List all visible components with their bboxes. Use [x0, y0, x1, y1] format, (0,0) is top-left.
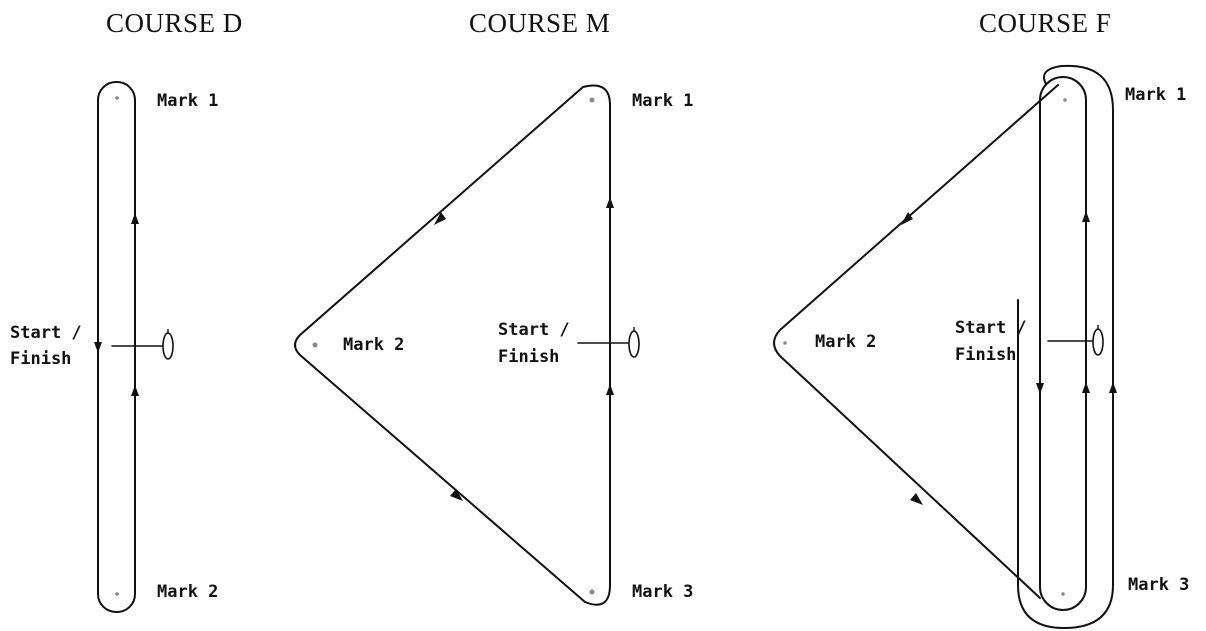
course-f-arrow-to-mark-3	[910, 493, 923, 505]
course-d-arrow-up-lower	[131, 385, 139, 396]
course-m-start-label-1: Start /	[498, 320, 570, 340]
course-f-mark-2-buoy	[783, 341, 787, 345]
course-m-start-label-2: Finish	[498, 347, 559, 367]
course-m-arrow-up-upper	[606, 197, 614, 208]
course-f-committee-boat-icon	[1092, 328, 1104, 356]
course-d-start-label-1: Start /	[10, 323, 82, 343]
course-f-mark-3-label: Mark 3	[1128, 575, 1189, 595]
course-d-loop	[97, 81, 136, 613]
course-f-mark-1-buoy	[1063, 98, 1067, 102]
course-f-start-label-1: Start /	[955, 318, 1027, 338]
course-m-arrow-to-mark-3	[450, 489, 463, 501]
course-f-mark-2-label: Mark 2	[815, 332, 876, 352]
course-f-triangle-legs	[773, 84, 1059, 599]
course-d-mark-2-label: Mark 2	[157, 582, 218, 602]
course-f-arrow-to-mark-2	[901, 212, 913, 225]
course-m-title: COURSE M	[469, 8, 610, 38]
course-f-arrow-outer-up	[1109, 382, 1117, 393]
course-m-mark-2-buoy	[312, 342, 318, 348]
course-f-arrow-inner-up-lower	[1082, 382, 1090, 393]
course-f-mark-3-buoy	[1061, 592, 1065, 596]
course-d-arrow-down	[94, 342, 102, 353]
course-m-triangle	[294, 84, 611, 606]
course-d-title: COURSE D	[106, 8, 243, 38]
course-f-start-label-2: Finish	[955, 345, 1016, 365]
course-f-arrow-inner-down	[1036, 383, 1044, 394]
course-f: COURSE F Mark 1 Mark 2 Mark 3 Start / Fi…	[773, 8, 1189, 629]
course-f-arrow-inner-up-upper	[1082, 211, 1090, 222]
course-m-mark-3-buoy	[589, 589, 595, 595]
course-f-title: COURSE F	[979, 8, 1111, 38]
course-m-committee-boat-icon	[628, 330, 640, 358]
course-f-inner-loop	[1039, 76, 1087, 611]
course-d-start-label-2: Finish	[10, 349, 71, 369]
course-m-mark-3-label: Mark 3	[632, 582, 693, 602]
course-d-mark-1-label: Mark 1	[157, 91, 218, 111]
course-m: COURSE M Mark 1 Mark 2 Mark 3 Start / Fi…	[294, 8, 693, 606]
course-m-arrow-up-lower	[606, 384, 614, 395]
course-f-mark-1-label: Mark 1	[1125, 85, 1186, 105]
course-d-arrow-up-upper	[131, 213, 139, 224]
course-d-committee-boat-icon	[162, 332, 174, 360]
course-m-mark-2-label: Mark 2	[343, 335, 404, 355]
course-m-mark-1-label: Mark 1	[632, 91, 693, 111]
course-d-mark-2-buoy	[115, 592, 119, 596]
course-m-mark-1-buoy	[589, 97, 595, 103]
course-d: COURSE D Mark 1 Mark 2 Start / Finish	[10, 8, 243, 613]
course-d-mark-1-buoy	[115, 96, 119, 100]
course-f-outer-loop	[1017, 64, 1114, 629]
course-m-arrow-to-mark-2	[434, 212, 446, 225]
